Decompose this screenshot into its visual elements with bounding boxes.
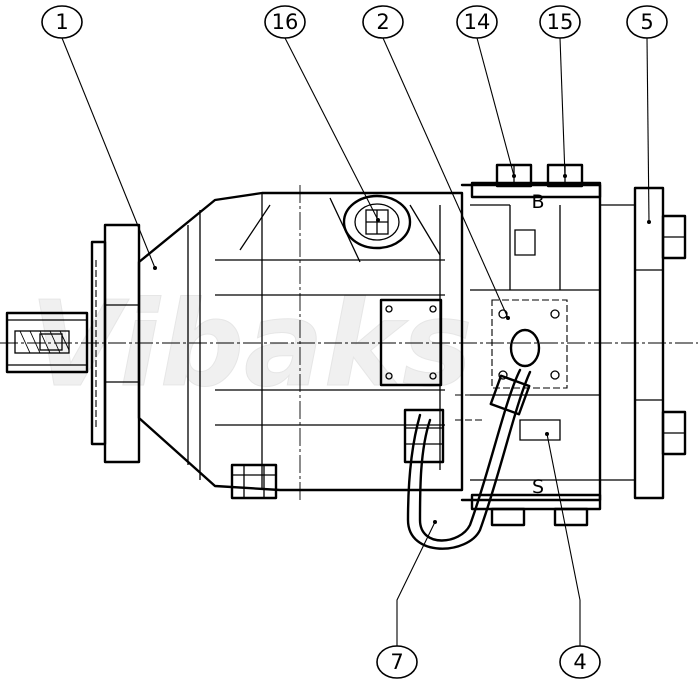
callout-2: 2 bbox=[362, 5, 404, 39]
svg-text:7: 7 bbox=[390, 650, 403, 674]
callout-4: 4 bbox=[559, 645, 601, 679]
svg-text:16: 16 bbox=[272, 10, 299, 34]
suction-flange-s bbox=[490, 507, 589, 527]
callout-1: 1 bbox=[41, 5, 83, 39]
leader-lines bbox=[61, 37, 651, 646]
port-label-b: B bbox=[531, 191, 544, 213]
pump-housing bbox=[137, 191, 464, 500]
cover-plate bbox=[379, 298, 443, 387]
callout-16: 16 bbox=[264, 5, 306, 39]
callout-7: 7 bbox=[376, 645, 418, 679]
port-label-s: S bbox=[532, 476, 544, 498]
watermark-text: Vibaks bbox=[30, 275, 473, 413]
svg-text:14: 14 bbox=[464, 10, 491, 34]
vent-screw bbox=[342, 194, 412, 250]
svg-text:2: 2 bbox=[376, 10, 389, 34]
port-block bbox=[460, 181, 635, 511]
drive-shaft bbox=[5, 311, 89, 374]
callout-15: 15 bbox=[539, 5, 581, 39]
svg-text:4: 4 bbox=[573, 650, 586, 674]
svg-text:15: 15 bbox=[547, 10, 574, 34]
svg-text:5: 5 bbox=[640, 10, 653, 34]
drain-hose bbox=[403, 368, 532, 550]
callout-14: 14 bbox=[456, 5, 498, 39]
svg-text:1: 1 bbox=[55, 10, 68, 34]
callout-5: 5 bbox=[626, 5, 668, 39]
